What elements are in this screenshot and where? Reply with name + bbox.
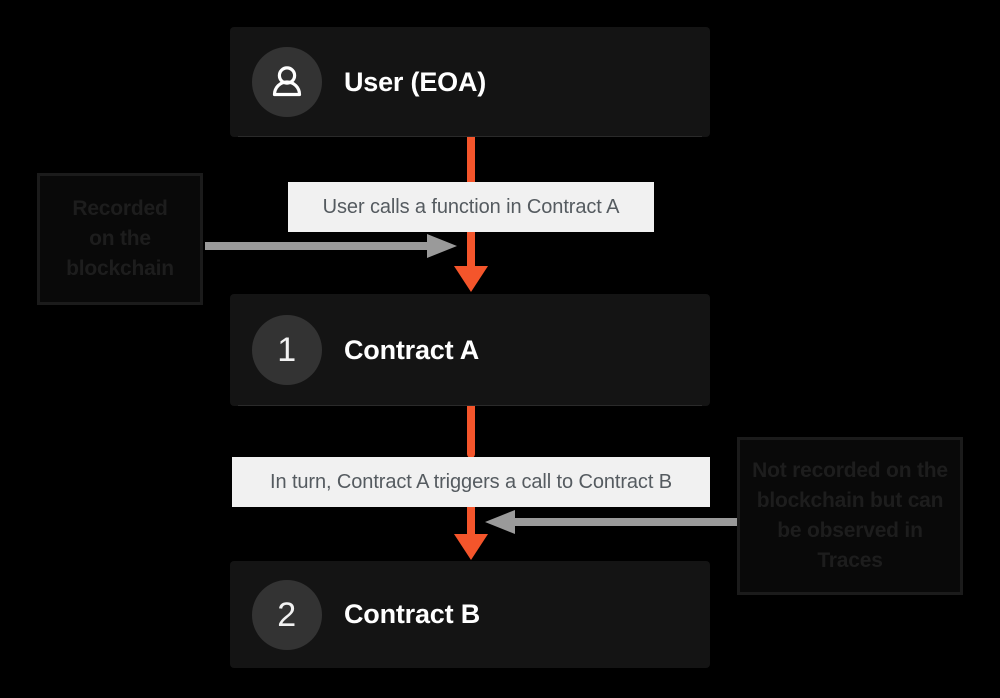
annotation-left-line-3: blockchain: [66, 256, 174, 280]
annotation-left-text: Recorded on the blockchain: [66, 194, 174, 283]
arrow-message-1-to-contract-a: [454, 232, 488, 292]
annotation-right-line-3: be observed in: [777, 519, 923, 542]
contract-b-step-number: 2: [277, 595, 297, 634]
contract-a-badge: 1: [252, 315, 322, 385]
arrow-contract-a-to-message-2: [467, 406, 475, 458]
contract-a-step-number: 1: [277, 331, 297, 369]
annotation-not-recorded-traces: Not recorded on the blockchain but can b…: [737, 437, 963, 595]
node-contract-a[interactable]: 1 Contract A: [230, 294, 710, 406]
annotation-arrow-right: [485, 510, 737, 534]
annotation-right-text: Not recorded on the blockchain but can b…: [752, 456, 948, 575]
annotation-right-line-1: Not recorded on the: [752, 459, 948, 483]
annotation-right-line-2: blockchain but can: [756, 489, 944, 513]
message-chip-user-calls-contract-a: User calls a function in Contract A: [288, 182, 654, 232]
annotation-left-line-2: on the: [89, 227, 151, 251]
message-chip-contract-a-triggers-contract-b: In turn, Contract A triggers a call to C…: [232, 457, 710, 507]
annotation-right-line-4: Traces: [817, 548, 883, 572]
node-underline: [238, 405, 702, 406]
annotation-recorded-on-blockchain: Recorded on the blockchain: [37, 173, 203, 305]
arrow-user-to-message-1: [467, 136, 475, 186]
arrow-message-2-to-contract-b: [454, 502, 488, 560]
node-label-contract-b: Contract B: [344, 599, 481, 629]
person-icon: [272, 66, 302, 97]
node-label-contract-a: Contract A: [344, 334, 480, 365]
annotation-left-line-1: Recorded: [72, 197, 168, 221]
node-label-user: User (EOA): [344, 66, 487, 97]
annotation-arrow-left: [205, 234, 457, 258]
message-text-1: User calls a function in Contract A: [322, 195, 620, 218]
node-underline: [238, 136, 702, 137]
node-user-eoa[interactable]: User (EOA): [230, 27, 710, 137]
node-contract-b[interactable]: 2 Contract B: [230, 561, 710, 668]
contract-b-badge: 2: [252, 579, 322, 650]
user-badge: [252, 47, 322, 117]
message-text-2: In turn, Contract A triggers a call to C…: [270, 470, 672, 493]
